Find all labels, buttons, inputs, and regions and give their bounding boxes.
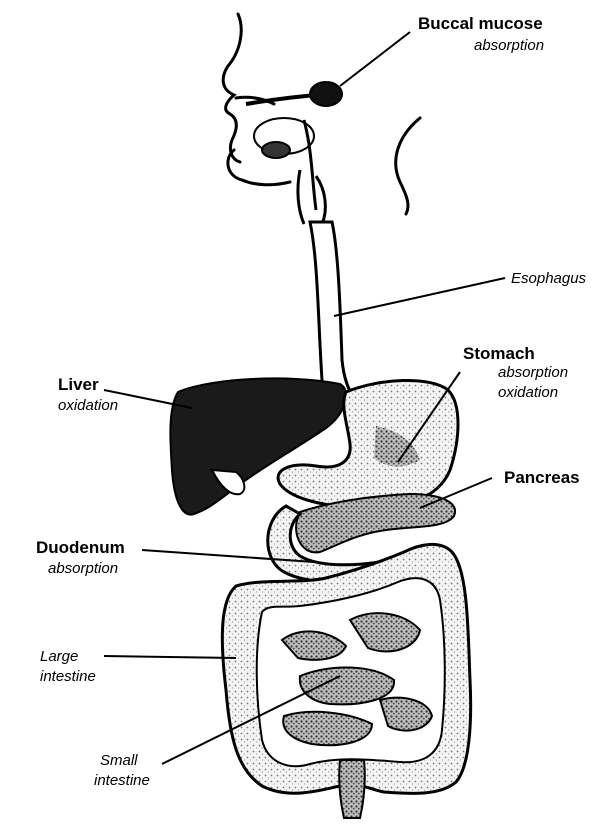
rectum <box>339 760 365 818</box>
label-duodenum-role: absorption <box>48 560 118 578</box>
neck-back-outline <box>396 118 420 214</box>
label-small-intestine-line-1: Small <box>100 752 138 770</box>
label-buccal-mucose-role: absorption <box>474 37 544 55</box>
small-intestine-coil-2 <box>300 667 394 704</box>
label-stomach-role-2: oxidation <box>498 384 558 402</box>
buccal-mucose-mark <box>310 82 342 106</box>
label-large-intestine-line-2: intestine <box>40 668 96 686</box>
label-large-intestine-line-1: Large <box>40 648 78 666</box>
label-stomach: Stomach <box>463 345 535 363</box>
leader-large-intestine <box>104 656 236 658</box>
forehead-nose-outline <box>223 14 241 162</box>
epiglottis <box>298 170 304 224</box>
label-pancreas: Pancreas <box>504 469 580 487</box>
label-duodenum: Duodenum <box>36 539 125 557</box>
leader-buccal <box>340 32 410 86</box>
label-stomach-role-1: absorption <box>498 364 568 382</box>
esophagus-tube <box>310 222 360 404</box>
label-buccal-mucose: Buccal mucose <box>418 15 543 33</box>
leader-esophagus <box>334 278 505 316</box>
label-liver: Liver <box>58 376 99 394</box>
larynx <box>316 176 325 224</box>
label-small-intestine-line-2: intestine <box>94 772 150 790</box>
tongue-texture <box>262 142 290 158</box>
label-liver-role: oxidation <box>58 397 118 415</box>
label-esophagus: Esophagus <box>511 270 586 288</box>
oral-cavity <box>246 82 342 224</box>
